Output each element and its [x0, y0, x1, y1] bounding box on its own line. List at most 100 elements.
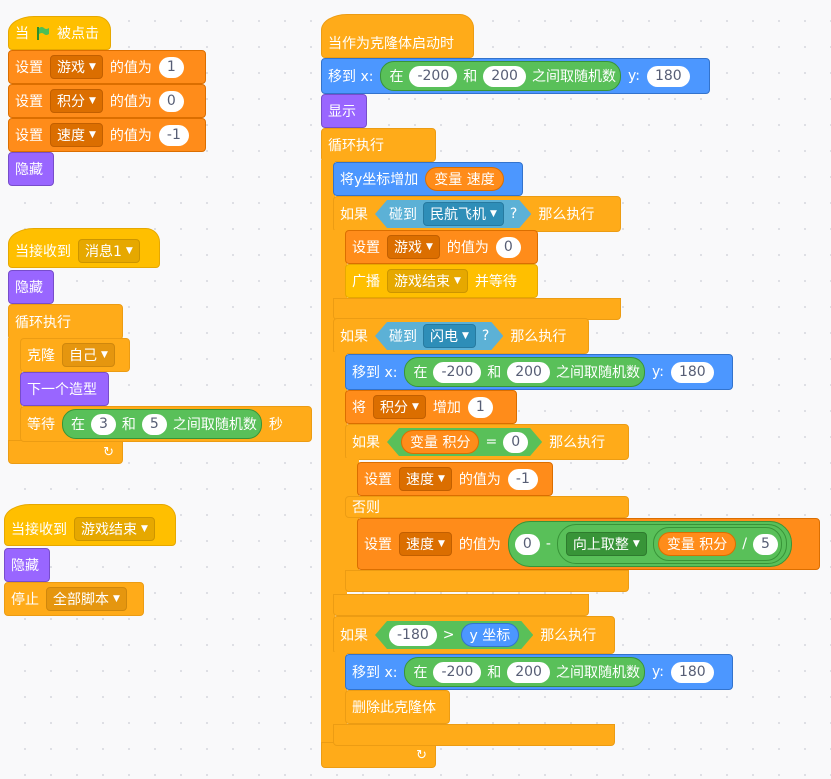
dropdown-arrow-icon: ▼ [89, 62, 96, 72]
touching-condition[interactable]: 碰到 民航飞机▼ ? [375, 200, 531, 228]
goto-xy-block[interactable]: 移到 x: 在 -200 和 200 之间取随机数 y: 180 [345, 354, 733, 390]
when-flag-clicked-hat[interactable]: 当 被点击 [8, 16, 111, 50]
stop-option-dropdown[interactable]: 全部脚本▼ [46, 587, 127, 611]
forever-block[interactable]: 循环执行 [321, 128, 436, 162]
set-variable-block[interactable]: 设置 速度▼ 的值为 0 - 向上取整▼ 变量 积分 / 5 [357, 518, 820, 570]
random-operator[interactable]: 在 -200 和 200 之间取随机数 [404, 357, 645, 387]
compare-input[interactable]: -180 [389, 625, 437, 646]
wait-block[interactable]: 等待 在 3 和 5 之间取随机数 秒 [20, 406, 312, 442]
hide-block[interactable]: 隐藏 [8, 270, 54, 304]
value-of-label: 的值为 [109, 60, 152, 76]
variable-dropdown[interactable]: 积分▼ [50, 89, 103, 113]
if-block[interactable]: 如果 -180 > y 坐标 那么执行 [333, 616, 615, 654]
random-from-input[interactable]: -200 [433, 361, 482, 383]
variable-dropdown[interactable]: 积分▼ [373, 395, 426, 419]
value-input[interactable]: 0 [495, 236, 521, 258]
value-of-label: 的值为 [458, 537, 501, 553]
goto-xy-block[interactable]: 移到 x: 在 -200 和 200 之间取随机数 y: 180 [345, 654, 733, 690]
touching-condition[interactable]: 碰到 闪电▼ ? [375, 322, 503, 350]
variable-dropdown[interactable]: 速度▼ [50, 123, 103, 147]
broadcast-and-wait-block[interactable]: 广播 游戏结束▼ 并等待 [345, 264, 538, 298]
variable-dropdown[interactable]: 速度▼ [399, 532, 452, 556]
show-block[interactable]: 显示 [321, 94, 367, 128]
math-function-dropdown[interactable]: 向上取整▼ [565, 532, 647, 556]
value-input[interactable]: 1 [467, 396, 493, 418]
random-operator[interactable]: 在 -200 和 200 之间取随机数 [404, 657, 645, 687]
when-receive-hat[interactable]: 当接收到 消息1▼ [8, 228, 160, 268]
random-to-input[interactable]: 5 [141, 413, 167, 435]
hide-block[interactable]: 隐藏 [8, 152, 54, 186]
compare-input[interactable]: 0 [503, 432, 528, 453]
set-variable-block[interactable]: 设置 游戏▼ 的值为 0 [345, 230, 538, 264]
divisor-input[interactable]: 5 [753, 533, 778, 555]
when-receive-hat[interactable]: 当接收到 游戏结束▼ [4, 504, 176, 546]
random-to-input[interactable]: 200 [483, 65, 526, 87]
else-section: 否则 [345, 496, 629, 518]
value-input[interactable]: -1 [507, 468, 538, 490]
minuend-input[interactable]: 0 [514, 533, 540, 555]
value-of-label: 的值为 [109, 128, 152, 144]
variable-reporter[interactable]: 变量 积分 [401, 430, 479, 454]
value-input[interactable]: 1 [158, 56, 184, 78]
set-label: 设置 [364, 537, 392, 553]
random-from-input[interactable]: -200 [433, 661, 482, 683]
variable-reporter[interactable]: 变量 积分 [657, 532, 737, 556]
message-dropdown[interactable]: 游戏结束▼ [387, 269, 468, 293]
random-from-input[interactable]: 3 [91, 413, 116, 435]
if-block[interactable]: 如果 碰到 民航飞机▼ ? 那么执行 [333, 196, 621, 232]
create-clone-block[interactable]: 克隆 自己▼ [20, 338, 130, 372]
goto-xy-block[interactable]: 移到 x: 在 -200 和 200 之间取随机数 y: 180 [321, 58, 710, 94]
dropdown-arrow-icon: ▼ [438, 474, 445, 484]
variable-reporter[interactable]: 变量 速度 [425, 167, 504, 191]
y-input[interactable]: 180 [670, 661, 714, 683]
set-label: 设置 [15, 128, 43, 144]
random-from-input[interactable]: -200 [409, 65, 458, 87]
y-position-reporter[interactable]: y 坐标 [461, 623, 520, 647]
dropdown-arrow-icon: ▼ [462, 331, 469, 341]
value-input[interactable]: -1 [158, 124, 189, 146]
variable-dropdown[interactable]: 游戏▼ [50, 55, 103, 79]
if-else-block[interactable]: 如果 变量 积分 = 0 那么执行 [345, 424, 629, 460]
forever-block[interactable]: 循环执行 [8, 304, 123, 340]
subtract-operator[interactable]: 0 - 向上取整▼ 变量 积分 / 5 [507, 521, 792, 567]
random-operator[interactable]: 在 -200 和 200 之间取随机数 [380, 61, 621, 91]
variable-name: 速度 [57, 128, 85, 144]
forever-arm [8, 338, 22, 442]
random-to-input[interactable]: 200 [507, 661, 550, 683]
set-variable-block[interactable]: 设置 积分▼ 的值为 0 [8, 84, 206, 118]
clone-target-dropdown[interactable]: 自己▼ [62, 343, 115, 367]
when-start-as-clone-hat[interactable]: 当作为克隆体启动时 [321, 14, 474, 58]
when-receive-label: 当接收到 [11, 522, 67, 538]
forever-label: 循环执行 [328, 138, 384, 154]
stop-block[interactable]: 停止 全部脚本▼ [4, 582, 144, 616]
variable-dropdown[interactable]: 速度▼ [399, 467, 452, 491]
value-input[interactable]: 0 [158, 90, 184, 112]
message-dropdown[interactable]: 消息1▼ [78, 239, 140, 263]
hide-block[interactable]: 隐藏 [4, 548, 50, 582]
touching-target-dropdown[interactable]: 闪电▼ [423, 324, 476, 348]
change-y-block[interactable]: 将y坐标增加 变量 速度 [333, 162, 523, 196]
next-costume-block[interactable]: 下一个造型 [20, 372, 109, 406]
ceiling-operator[interactable]: 向上取整▼ 变量 积分 / 5 [556, 524, 787, 564]
variable-dropdown[interactable]: 游戏▼ [387, 235, 440, 259]
stop-option: 全部脚本 [53, 592, 109, 608]
greater-than-condition[interactable]: -180 > y 坐标 [375, 621, 533, 649]
delete-clone-block[interactable]: 删除此克隆体 [345, 690, 450, 724]
message-dropdown[interactable]: 游戏结束▼ [74, 517, 155, 541]
set-variable-block[interactable]: 设置 速度▼ 的值为 -1 [8, 118, 206, 152]
set-variable-block[interactable]: 设置 游戏▼ 的值为 1 [8, 50, 206, 84]
set-variable-block[interactable]: 设置 速度▼ 的值为 -1 [357, 462, 553, 496]
touching-target-dropdown[interactable]: 民航飞机▼ [423, 202, 504, 226]
goto-x-label: 移到 x: [352, 365, 398, 381]
random-to-input[interactable]: 200 [507, 361, 550, 383]
if-else-block[interactable]: 如果 碰到 闪电▼ ? 那么执行 [333, 318, 589, 354]
change-variable-block[interactable]: 将 积分▼ 增加 1 [345, 390, 517, 424]
dropdown-arrow-icon: ▼ [632, 539, 640, 549]
variable-name: 积分 [57, 94, 85, 110]
y-input[interactable]: 180 [646, 65, 690, 87]
divide-operator[interactable]: 变量 积分 / 5 [652, 527, 782, 561]
equals-condition[interactable]: 变量 积分 = 0 [387, 428, 542, 456]
random-operator[interactable]: 在 3 和 5 之间取随机数 [62, 409, 262, 439]
math-function: 向上取整 [572, 537, 629, 553]
y-input[interactable]: 180 [670, 361, 714, 383]
